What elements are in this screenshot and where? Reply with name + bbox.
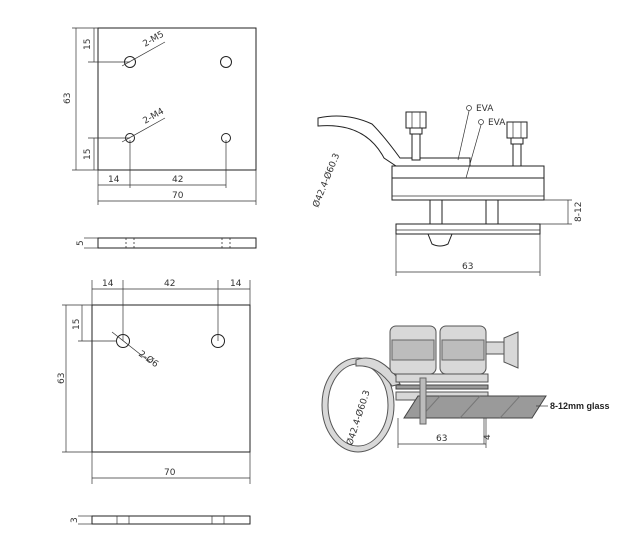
eva-label-bottom: EVA — [488, 118, 506, 128]
glass-range-dim: 8-12 — [574, 202, 584, 222]
plate-2-height-dim: 63 — [57, 373, 67, 384]
plate-2-top-offset-dim: 15 — [72, 319, 82, 330]
clamp-width-dim-3d: 63 — [436, 434, 447, 444]
clamp-assembly-view: Ø42.4-Ø60.3 8-12mm glass 4 63 — [321, 325, 610, 453]
hole-6-label: 2-Ø6 — [136, 348, 160, 370]
m5-hole-right — [220, 56, 232, 68]
glass-panel — [403, 395, 547, 419]
saddle-curve — [317, 115, 471, 167]
glass-thickness-label: 8-12mm glass — [550, 401, 610, 411]
bolt-right — [506, 121, 528, 167]
tube-range-label: Ø42.4-Ø60.3 — [311, 152, 343, 209]
plate-2-hole-spacing-dim: 42 — [164, 279, 175, 289]
clamp-width-dim: 63 — [462, 262, 473, 272]
clamp-lower-block — [395, 223, 541, 235]
plate-2-side-view — [91, 515, 251, 525]
plate-1-thickness-dim: 5 — [76, 240, 86, 246]
plate-1-outline — [97, 27, 257, 171]
eva-label-top: EVA — [476, 104, 494, 114]
plate-2-view: 14 42 14 63 15 2-Ø6 70 3 — [57, 279, 251, 525]
plate-1-height-dim: 63 — [63, 93, 73, 104]
plate-2-width-dim: 70 — [164, 468, 176, 478]
plate-1-width-dim: 70 — [172, 191, 184, 201]
clamp-section-view: EVA EVA Ø42.4-Ø60.3 8-12 63 — [311, 104, 584, 276]
through-bolt — [419, 377, 427, 425]
plate-1-view: 2-M5 2-M4 63 15 15 14 42 70 5 — [63, 27, 257, 249]
plate-1-bottom-offset-dim: 15 — [83, 149, 93, 160]
bolt-left — [405, 111, 427, 161]
plate-1-hole-spacing-dim: 42 — [172, 175, 183, 185]
plate-2-left-offset-dim: 14 — [102, 279, 114, 289]
plate-2-outline — [91, 304, 251, 453]
m5-label: 2-M5 — [142, 30, 166, 50]
m4-label: 2-M4 — [142, 107, 167, 127]
plate-1-top-offset-dim: 15 — [83, 39, 93, 50]
plate-1-left-offset-dim: 14 — [108, 175, 120, 185]
plate-2-right-offset-dim: 14 — [230, 279, 242, 289]
clamp-top-plate — [395, 373, 489, 383]
bottom-nut — [427, 233, 453, 247]
clamp-upper-block — [391, 177, 545, 201]
adjust-knob — [503, 331, 519, 369]
plate-2-thickness-dim: 3 — [70, 517, 80, 523]
plate-1-side-view — [97, 237, 257, 249]
offset-4-dim: 4 — [483, 434, 493, 440]
